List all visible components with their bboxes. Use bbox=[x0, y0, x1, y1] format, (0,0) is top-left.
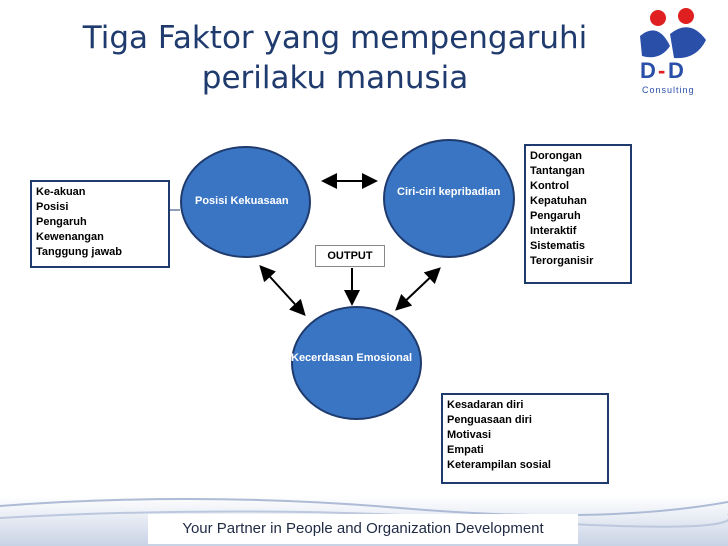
list-item: Dorongan bbox=[530, 150, 582, 162]
node-posisi-label: Posisi Kekuasaan bbox=[195, 195, 289, 207]
node-posisi-kekuasaan bbox=[180, 146, 311, 258]
list-item: Kontrol bbox=[530, 180, 570, 192]
list-item: Interaktif bbox=[530, 225, 577, 237]
logo-figure-icon bbox=[640, 8, 706, 59]
logo-dash: - bbox=[658, 58, 665, 83]
logo-letter-d-right: D bbox=[668, 58, 684, 83]
node-ciri-label: Ciri-ciri kepribadian bbox=[397, 186, 501, 198]
node-ciri-kepribadian bbox=[383, 139, 515, 258]
list-item: Kewenangan bbox=[36, 231, 104, 243]
list-item: Pengaruh bbox=[530, 210, 581, 222]
list-item: Tanggung jawab bbox=[36, 246, 122, 258]
list-item: Terorganisir bbox=[530, 255, 594, 267]
list-item: Kepatuhan bbox=[530, 195, 587, 207]
logo-letter-d-left: D bbox=[640, 58, 656, 83]
footer-tagline: Your Partner in People and Organization … bbox=[148, 514, 578, 544]
right-factor-list: Dorongan Tantangan Kontrol Kepatuhan Pen… bbox=[524, 144, 632, 284]
title-line-1: Tiga Faktor yang mempengaruhi bbox=[82, 20, 588, 56]
left-factor-list: Ke-akuan Posisi Pengaruh Kewenangan Tang… bbox=[30, 180, 170, 268]
node-kecerdasan-label: Kecerdasan Emosional bbox=[291, 352, 413, 364]
list-item: Pengaruh bbox=[36, 216, 87, 228]
logo-subtitle: Consulting bbox=[642, 85, 695, 95]
list-item: Empati bbox=[447, 444, 484, 456]
list-item: Motivasi bbox=[447, 429, 492, 441]
title-line-2: perilaku manusia bbox=[201, 60, 469, 96]
node-kecerdasan-emosional bbox=[291, 306, 422, 420]
slide-title: Tiga Faktor yang mempengaruhi perilaku m… bbox=[40, 18, 630, 98]
arrow-ciri-kecerdasan bbox=[395, 267, 441, 311]
list-item: Ke-akuan bbox=[36, 186, 86, 198]
bottom-factor-list: Kesadaran diri Penguasaan diri Motivasi … bbox=[441, 393, 609, 484]
arrow-posisi-kecerdasan bbox=[259, 265, 306, 316]
list-item: Posisi bbox=[36, 201, 69, 213]
list-item: Kesadaran diri bbox=[447, 399, 524, 411]
dd-consulting-logo: D - D Consulting bbox=[640, 8, 706, 95]
list-item: Tantangan bbox=[530, 165, 585, 177]
list-item: Sistematis bbox=[530, 240, 586, 252]
list-item: Keterampilan sosial bbox=[447, 459, 551, 471]
list-item: Penguasaan diri bbox=[447, 414, 532, 426]
output-label: OUTPUT bbox=[315, 245, 385, 267]
